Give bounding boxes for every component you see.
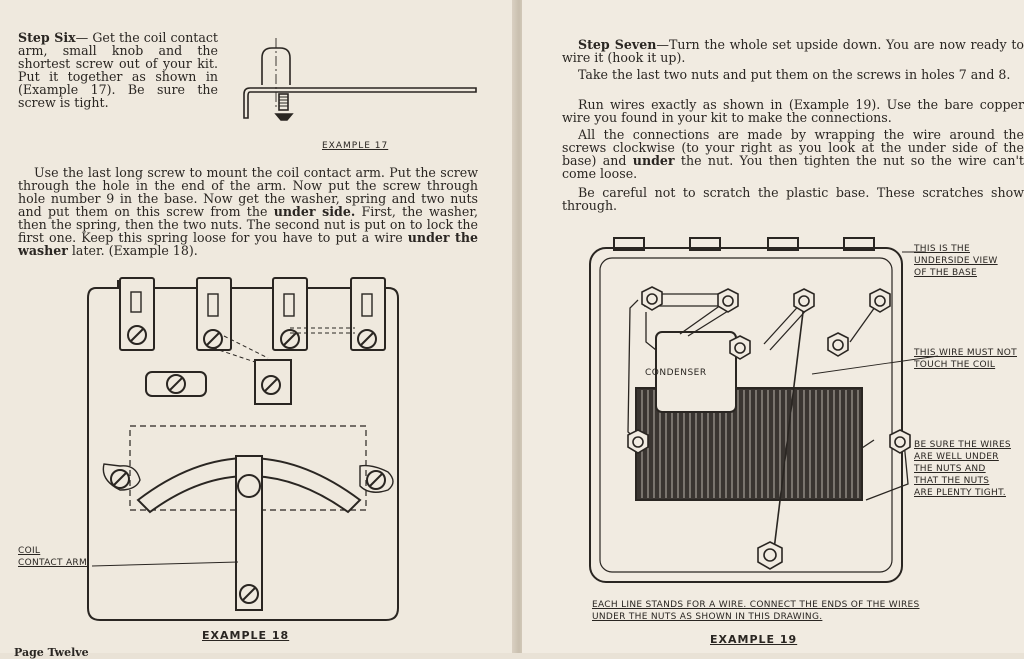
coil-label-line1: COIL: [18, 546, 41, 556]
bottom-note-line2: UNDER THE NUTS AS SHOWN IN THIS DRAWING.: [592, 612, 823, 622]
nuts-line2: ARE WELL UNDER: [914, 452, 999, 462]
step-six-body: — Get the coil contact arm, small knob a…: [18, 30, 218, 110]
nuts-line4: THAT THE NUTS: [914, 476, 990, 486]
connections-part1: All the connections are made by wrapping…: [562, 127, 1024, 168]
coil-contact-arm-label: COIL CONTACT ARM: [18, 545, 87, 569]
nuts-tight-label: BE SURE THE WIRES ARE WELL UNDER THE NUT…: [914, 439, 1011, 499]
bottom-note: EACH LINE STANDS FOR A WIRE. CONNECT THE…: [592, 599, 920, 623]
example-17-drawing: [243, 38, 477, 121]
step-six-text: Step Six— Get the coil contact arm, smal…: [18, 31, 218, 109]
paragraph-part3: later. (Example 18).: [67, 243, 198, 258]
mount-arm-paragraph: Use the last long screw to mount the coi…: [18, 166, 478, 257]
nuts-line5: ARE PLENTY TIGHT.: [914, 488, 1006, 498]
right-page: Step Seven—Turn the whole set upside dow…: [522, 0, 1024, 653]
example-18-drawing: [87, 277, 399, 621]
example-17-caption: EXAMPLE 17: [322, 141, 389, 151]
underside-line2: UNDERSIDE VIEW: [914, 256, 998, 266]
connections-bold: under: [632, 153, 675, 168]
wires-paragraph: Run wires exactly as shown in (Example 1…: [562, 97, 1024, 125]
underside-line3: OF THE BASE: [914, 268, 977, 278]
bottom-note-line1: EACH LINE STANDS FOR A WIRE. CONNECT THE…: [592, 600, 920, 610]
wire-line1: THIS WIRE MUST NOT: [914, 348, 1017, 358]
step-seven-body: —Turn the whole set upside down. You are…: [562, 37, 1024, 65]
wire-warning-label: THIS WIRE MUST NOT TOUCH THE COIL: [914, 347, 1017, 371]
connections-paragraph: All the connections are made by wrapping…: [562, 128, 1024, 180]
step-seven-paragraph: Step Seven—Turn the whole set upside dow…: [562, 38, 1024, 64]
scratch-paragraph: Be careful not to scratch the plastic ba…: [562, 185, 1024, 213]
step-six-heading: Step Six: [18, 30, 76, 45]
paragraph-part1: Use the last long screw to mount the coi…: [18, 165, 478, 219]
nuts-line1: BE SURE THE WIRES: [914, 440, 1011, 450]
paragraph-part2: First, the washer, then the spring, then…: [18, 204, 478, 245]
connections-part2: the nut. You then tighten the nut so the…: [562, 153, 1024, 181]
left-page: Step Six— Get the coil contact arm, smal…: [0, 0, 516, 659]
nuts-line3: THE NUTS AND: [914, 464, 986, 474]
example-18-caption: EXAMPLE 18: [202, 629, 290, 642]
underside-line1: THIS IS THE: [914, 244, 970, 254]
step-seven-heading: Step Seven: [578, 37, 657, 52]
coil-label-line2: CONTACT ARM: [18, 558, 88, 568]
example-19-caption: EXAMPLE 19: [710, 633, 798, 646]
underside-label: THIS IS THE UNDERSIDE VIEW OF THE BASE: [914, 243, 998, 279]
example-19-drawing: [589, 237, 939, 583]
wire-line2: TOUCH THE COIL: [914, 360, 996, 370]
terminal-strips: [119, 277, 386, 351]
nuts-paragraph: Take the last two nuts and put them on t…: [578, 67, 1011, 82]
condenser-label: CONDENSER: [645, 368, 707, 378]
paragraph-bold1: under side.: [273, 204, 356, 219]
paragraph-bold2: under the washer: [18, 230, 478, 258]
